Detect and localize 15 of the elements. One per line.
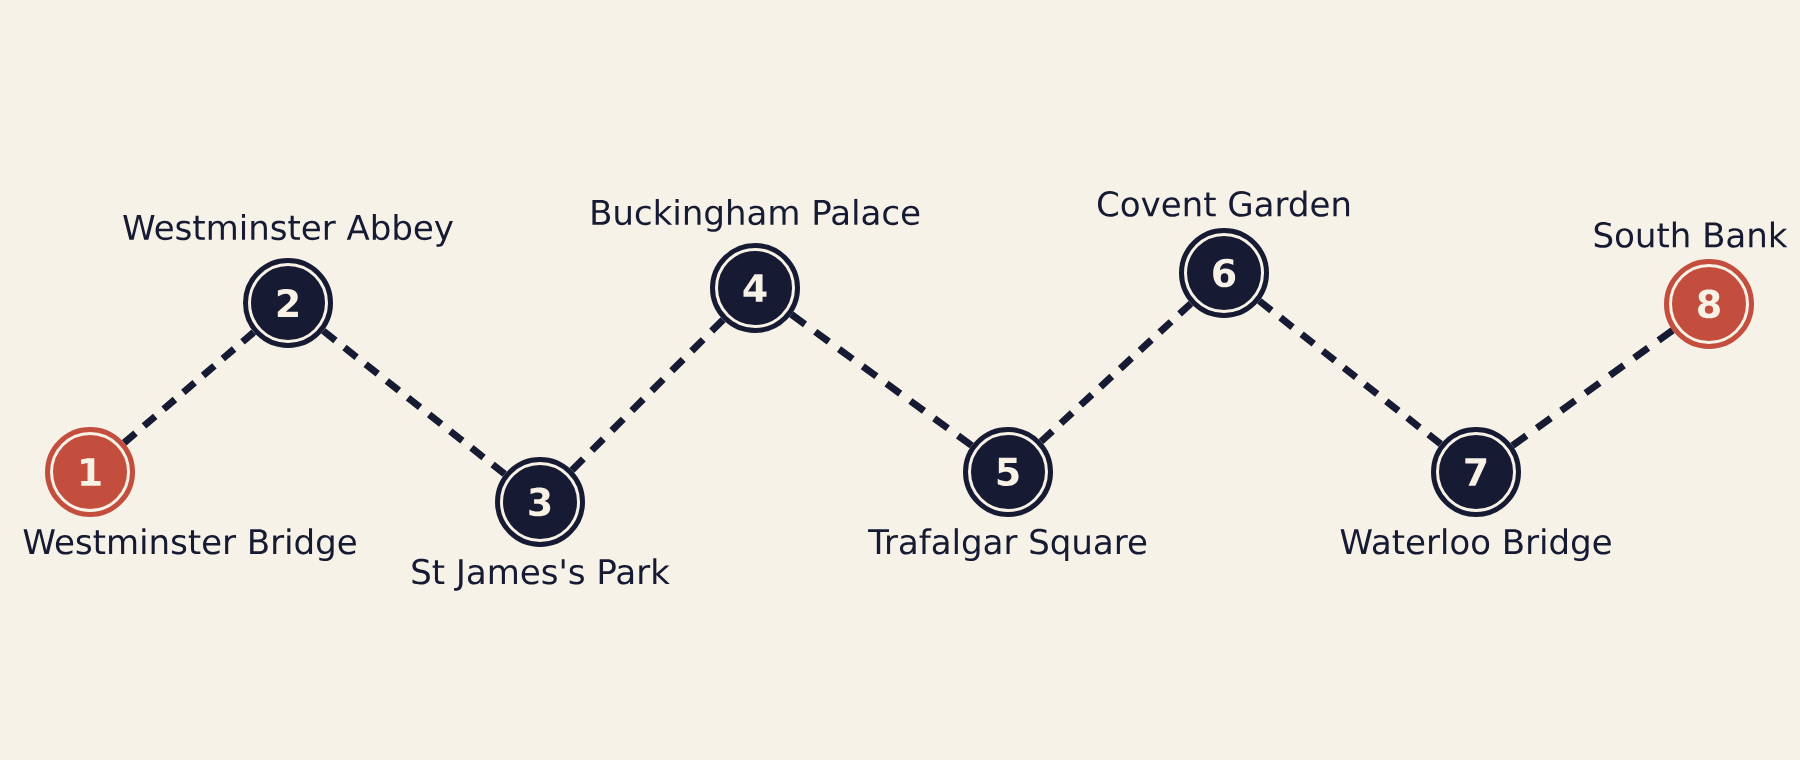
dashed-line xyxy=(789,311,974,449)
station-label: Covent Garden xyxy=(1097,190,1350,217)
dashed-line xyxy=(121,329,257,446)
station-label: Trafalgar Square xyxy=(868,528,1147,562)
station-label: St James's Park xyxy=(412,558,670,591)
station-label: Westminster Abbey xyxy=(123,213,453,247)
dashed-line xyxy=(569,317,726,473)
station-label: Buckingham Palace xyxy=(592,198,920,232)
dashed-line xyxy=(1257,298,1443,447)
dashed-line xyxy=(1510,327,1675,449)
dashed-line xyxy=(321,328,507,477)
station-label: South Bank xyxy=(1594,221,1788,248)
station-label: Westminster Bridge xyxy=(23,528,356,562)
dashed-line xyxy=(1038,300,1194,445)
station-label: Waterloo Bridge xyxy=(1340,528,1611,562)
